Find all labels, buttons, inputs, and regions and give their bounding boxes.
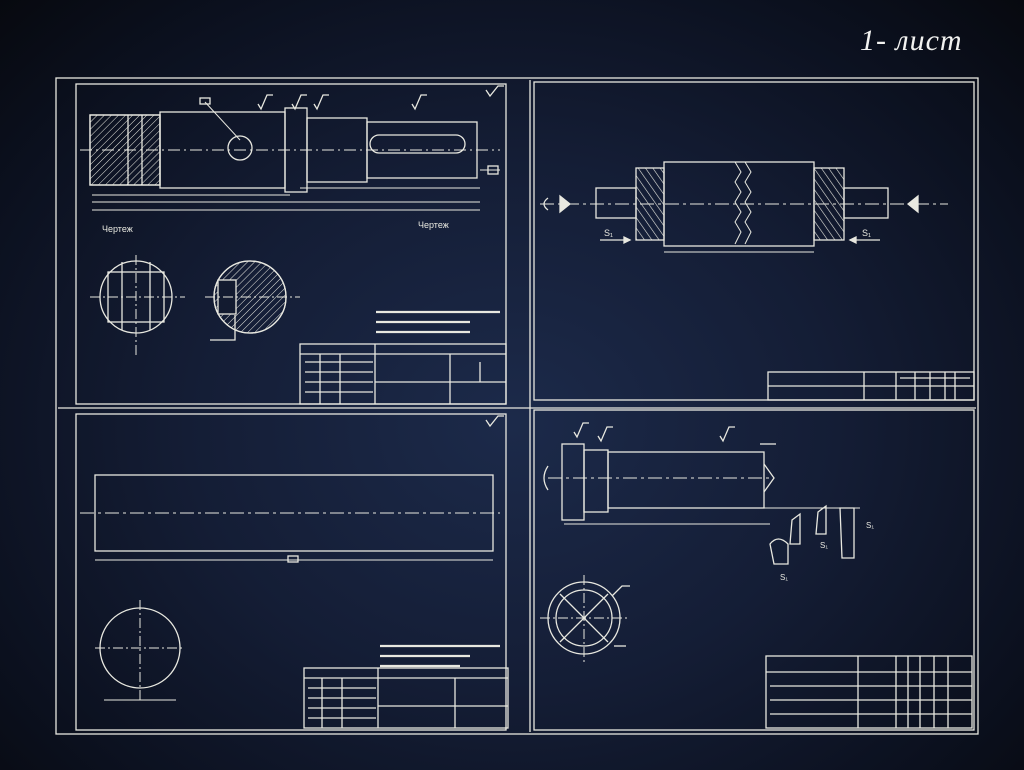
shaft-section-view bbox=[80, 94, 500, 211]
cutting-tool bbox=[769, 538, 789, 565]
title-block bbox=[299, 343, 507, 405]
title-block bbox=[767, 371, 975, 401]
view-label: Чертеж bbox=[418, 220, 449, 230]
rotation-arrow bbox=[543, 465, 549, 491]
technical-notes bbox=[376, 310, 500, 334]
panel-frame bbox=[75, 83, 507, 405]
turned-shaft bbox=[607, 451, 765, 509]
cutting-tool bbox=[815, 504, 827, 535]
outer-frame bbox=[55, 77, 979, 735]
sheet-title: 1- лист bbox=[860, 24, 963, 57]
technical-notes bbox=[380, 644, 500, 668]
right-gear bbox=[813, 167, 845, 241]
panel-top-left: Чертеж Чертеж bbox=[75, 83, 507, 405]
panel-bottom-right: S₁ S₁ S₁ bbox=[533, 409, 975, 731]
panel-frame bbox=[533, 81, 975, 401]
view-label: Чертеж bbox=[102, 224, 133, 234]
keyway bbox=[369, 134, 466, 154]
title-block bbox=[303, 667, 509, 729]
feed-label: S₁ bbox=[866, 521, 874, 530]
left-center bbox=[559, 194, 572, 214]
cross-section-b bbox=[205, 260, 300, 341]
feed-label: S₁ bbox=[820, 541, 828, 550]
cutting-tool bbox=[789, 512, 801, 545]
left-gear bbox=[635, 167, 665, 241]
tailstock-center bbox=[763, 463, 775, 493]
feed-label: S₁ bbox=[604, 228, 613, 238]
panel-frame bbox=[75, 413, 507, 731]
roughness-mark bbox=[485, 85, 504, 98]
panel-top-right: S₁ S₁ bbox=[533, 81, 975, 401]
chuck-jaw bbox=[561, 443, 585, 521]
section-marker bbox=[227, 135, 253, 161]
cutting-tool bbox=[839, 507, 855, 559]
feed-label: S₁ bbox=[780, 573, 788, 582]
panel-bottom-left bbox=[75, 413, 509, 731]
rotation-arrow bbox=[543, 197, 549, 211]
cross-section-a bbox=[90, 255, 185, 355]
title-block bbox=[765, 655, 973, 729]
panel-frame bbox=[533, 409, 975, 731]
right-center bbox=[906, 194, 919, 214]
feed-label: S₁ bbox=[862, 228, 871, 238]
roughness-mark bbox=[485, 415, 504, 428]
